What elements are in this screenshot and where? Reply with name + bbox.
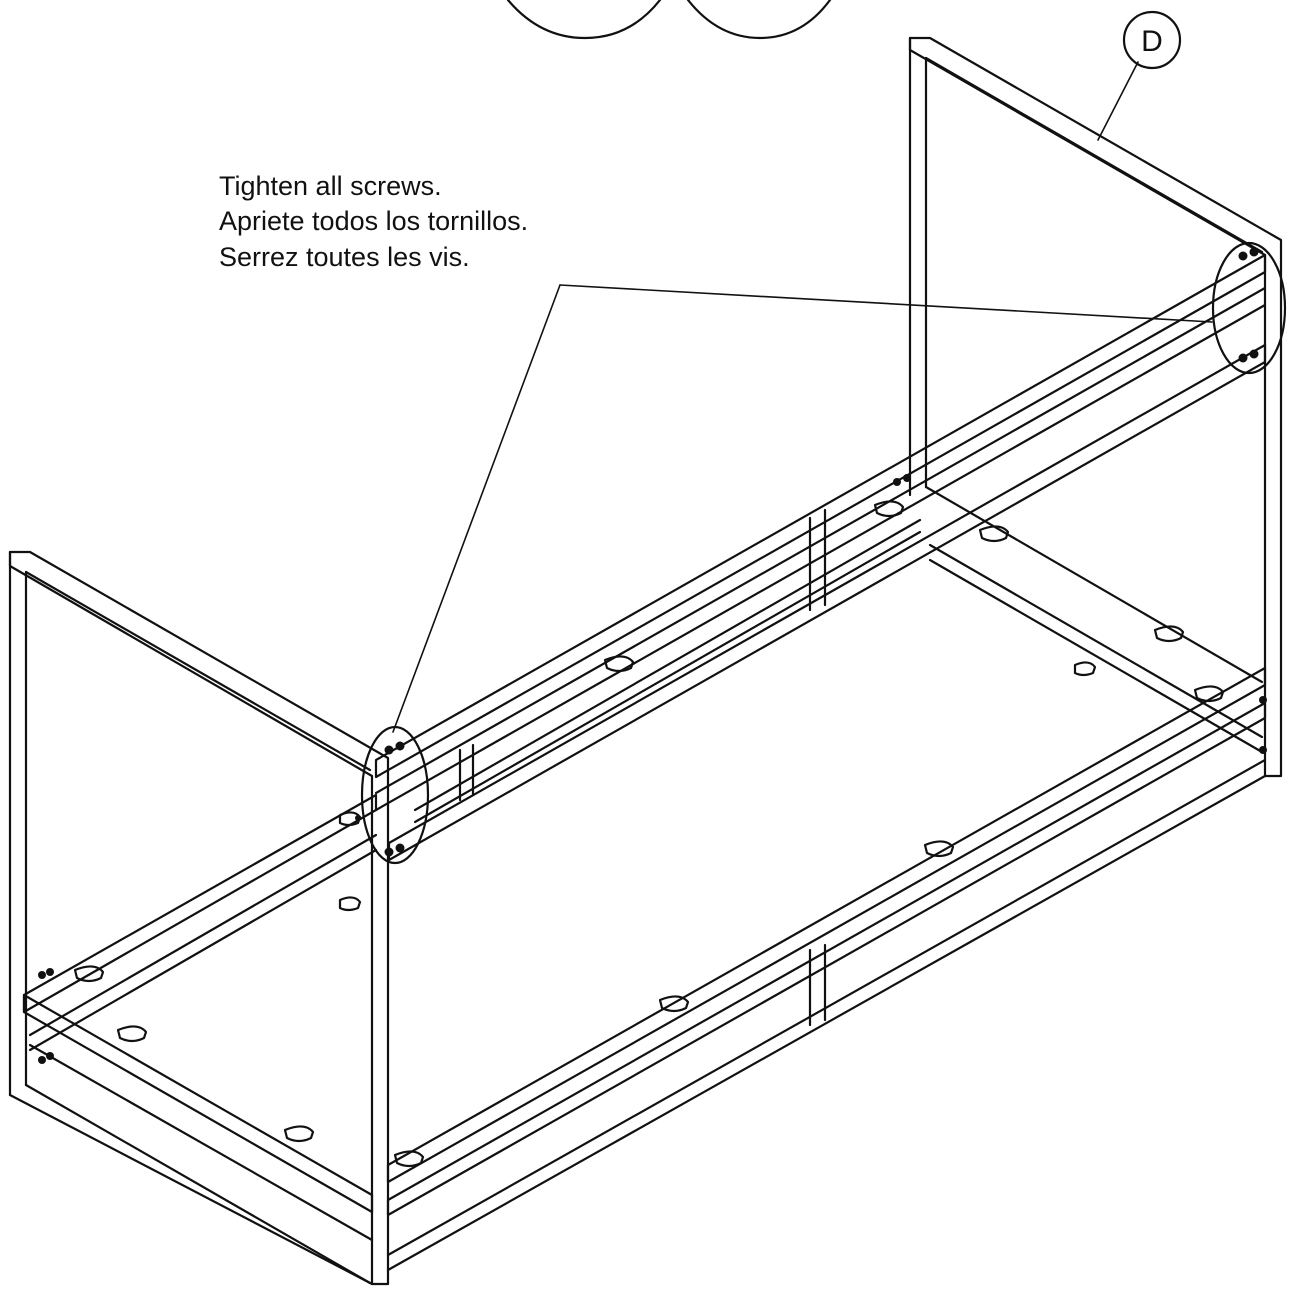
leader-lines <box>392 61 1213 733</box>
instruction-spanish: Apriete todos los tornillos. <box>219 206 528 236</box>
detail-circles <box>506 0 832 40</box>
bottom-rails <box>22 543 1267 1272</box>
center-divider <box>458 508 827 1027</box>
screw-holes <box>38 247 1267 1064</box>
right-end-frame <box>908 36 1283 778</box>
part-label-circle <box>1122 10 1182 70</box>
instruction-french: Serrez toutes les vis. <box>219 242 470 272</box>
part-label: D <box>1141 25 1163 58</box>
left-end-frame <box>8 550 390 1286</box>
top-rails <box>374 253 1267 862</box>
bracket-tabs <box>73 500 1225 1168</box>
instruction-english: Tighten all screws. <box>219 171 442 201</box>
